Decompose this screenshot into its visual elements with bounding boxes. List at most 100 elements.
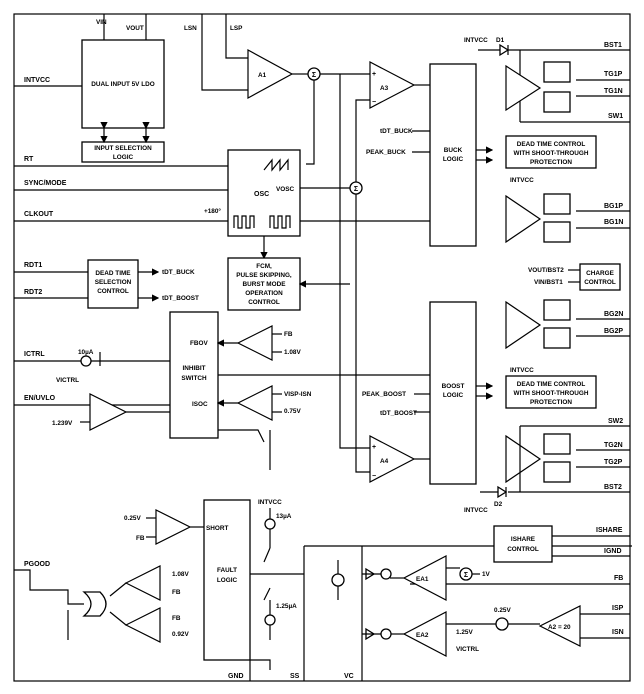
osc-label: OSC — [254, 191, 269, 198]
fet-bg2p — [543, 327, 571, 349]
amp-ea2 — [402, 611, 447, 657]
fault-logic-block — [203, 499, 251, 661]
amp-a2-label: A2 = 20 — [548, 624, 571, 631]
buck-line-2: LOGIC — [443, 156, 464, 163]
pin-lsp: LSP — [230, 25, 243, 32]
vout-bst2: VOUT/BST2 — [528, 267, 564, 274]
osc-vosc: VOSC — [276, 186, 294, 193]
fcm-line-5: CONTROL — [248, 299, 280, 306]
intvcc-driver-top: INTVCC — [510, 177, 534, 184]
fault-intvcc: INTVCC — [258, 499, 282, 506]
charge-control-block — [579, 263, 621, 291]
dts-line-2: SELECTION — [95, 279, 132, 286]
pin-ishare: ISHARE — [596, 527, 623, 534]
current-source-ictrl — [80, 355, 92, 367]
dtb-line-1: DEAD TIME CONTROL — [517, 381, 586, 388]
comparator-uvlo — [89, 393, 128, 431]
pin-sync-mode: SYNC/MODE — [24, 180, 67, 187]
uvlo-1239v: 1.239V — [52, 420, 73, 427]
fbov-label: FBOV — [190, 340, 208, 347]
boost-logic-block — [429, 301, 477, 485]
buck-logic-block — [429, 63, 477, 247]
tdt-boost: tDT_BOOST — [380, 410, 417, 417]
pgood-092v: 0.92V — [172, 631, 189, 638]
input-selection-label-2: LOGIC — [113, 154, 134, 161]
fet-tg2p — [543, 461, 571, 483]
dts-line-3: CONTROL — [97, 288, 129, 295]
dtt-line-2: WITH SHOOT-THROUGH — [514, 150, 589, 157]
amp-ea2-label: EA2 — [416, 632, 429, 639]
pin-bst2: BST2 — [604, 484, 622, 491]
ictrl-victrl: VICTRL — [56, 377, 79, 384]
pin-fb: FB — [614, 575, 623, 582]
dtb-line-2: WITH SHOOT-THROUGH — [514, 390, 589, 397]
boost-line-1: BOOST — [442, 383, 465, 390]
chip-outline — [13, 13, 631, 682]
pin-clkout: CLKOUT — [24, 211, 54, 218]
pin-d1: D1 — [496, 37, 505, 44]
fault-line-1: FAULT — [217, 567, 237, 574]
current-source-125ua — [264, 614, 276, 626]
dtt-line-1: DEAD TIME CONTROL — [517, 141, 586, 148]
pin-tg1p: TG1P — [604, 71, 623, 78]
fcm-line-2: PULSE SKIPPING, — [236, 272, 292, 279]
svg-text:Σ: Σ — [464, 572, 468, 579]
driver-tg2 — [505, 434, 542, 484]
pin-bg1n: BG1N — [604, 219, 623, 226]
pin-ictrl: ICTRL — [24, 351, 45, 358]
pin-rdt1: RDT1 — [24, 262, 42, 269]
pin-bg2p: BG2P — [604, 328, 623, 335]
pin-vout: VOUT — [126, 25, 144, 32]
comparator-short — [155, 509, 192, 545]
dtb-line-3: PROTECTION — [530, 399, 572, 406]
pin-rdt2: RDT2 — [24, 289, 42, 296]
pin-isp: ISP — [612, 605, 624, 612]
charge-line-2: CONTROL — [584, 279, 616, 286]
ishare-control-block — [493, 525, 553, 563]
amp-ea1 — [402, 555, 447, 601]
isoc-visp: VISP-ISN — [284, 391, 312, 398]
amp-a3 — [369, 61, 416, 109]
nor-gate — [82, 591, 107, 617]
fet-tg1p — [543, 61, 571, 83]
fbov-fb: FB — [284, 331, 293, 338]
ldo-label: DUAL INPUT 5V LDO — [91, 81, 154, 88]
amp-a1 — [247, 48, 294, 100]
amp-a3-label: A3 — [380, 85, 389, 92]
svg-text:+: + — [372, 71, 376, 78]
current-source-ea1 — [380, 568, 392, 580]
amp-a1-label: A1 — [258, 72, 267, 79]
amp-ea1-label: EA1 — [416, 576, 429, 583]
comparator-pgood-ov — [124, 565, 161, 601]
pin-vc: VC — [344, 673, 354, 680]
pin-sw1: SW1 — [608, 113, 623, 120]
vs-025v: 0.25V — [494, 607, 511, 614]
current-source-13ua — [264, 518, 276, 530]
pin-lsn: LSN — [184, 25, 197, 32]
pin-sw2: SW2 — [608, 418, 623, 425]
input-selection-block — [81, 141, 165, 163]
input-selection-label-1: INPUT SELECTION — [94, 145, 152, 152]
peak-boost: PEAK_BOOST — [362, 391, 406, 398]
osc-180deg: +180° — [204, 207, 221, 215]
fcm-block — [227, 257, 301, 311]
fcm-line-4: OPERATION — [245, 290, 283, 297]
charge-line-1: CHARGE — [586, 270, 614, 277]
dead-time-bottom-block — [505, 375, 597, 409]
buck-line-1: BUCK — [444, 147, 463, 154]
svg-text:Σ: Σ — [354, 186, 358, 193]
comparator-pgood-uv — [124, 607, 161, 643]
current-source-vc — [331, 573, 345, 587]
isoc-label: ISOC — [192, 401, 208, 408]
pin-pgood: PGOOD — [24, 561, 50, 568]
pin-ignd: IGND — [604, 548, 622, 555]
vin-bst1: VIN/BST1 — [534, 279, 563, 286]
pin-bst1: BST1 — [604, 42, 622, 49]
pin-tg2p: TG2P — [604, 459, 623, 466]
current-source-ea2 — [380, 628, 392, 640]
dts-line-1: DEAD TIME — [95, 270, 131, 277]
ictrl-10ua: 10µA — [78, 349, 94, 356]
short-fb: FB — [136, 535, 145, 542]
short-label: SHORT — [206, 525, 228, 532]
